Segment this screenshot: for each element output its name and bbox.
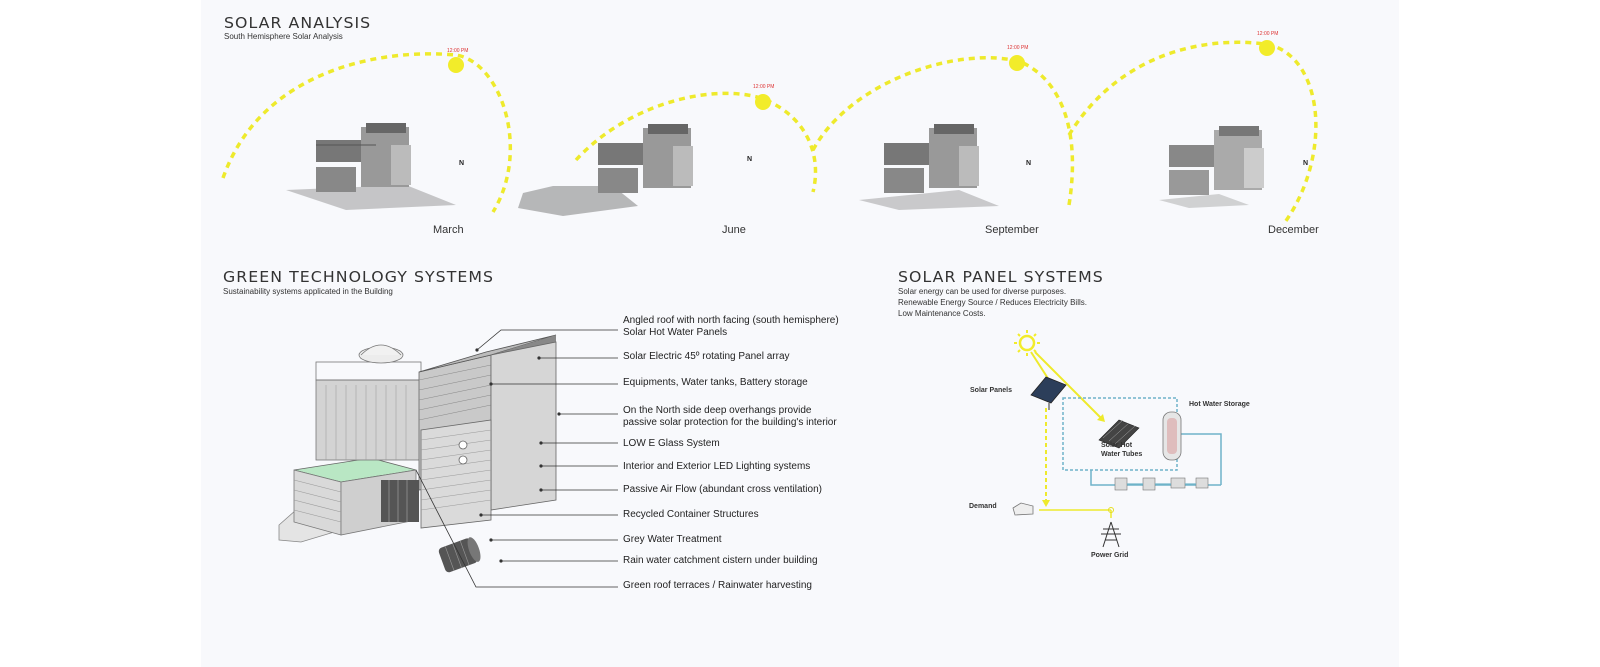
green-tech-subtitle: Sustainability systems applicated in the… [223,287,393,296]
sun-path-june [574,91,818,193]
noon-label-june: 12:00 PM [753,84,775,90]
solar-hot-water-tubes-label: Solar Hot Water Tubes [1101,442,1143,458]
callout-green-roof: Green roof terraces / Rainwater harvesti… [623,580,812,591]
callout-solar-electric: Solar Electric 45º rotating Panel array [623,351,790,362]
sun-icon [1014,330,1040,356]
demand-appliance-icon [1012,502,1034,516]
solar-panel-line-2: Renewable Energy Source / Reduces Electr… [898,298,1087,307]
hot-water-storage-icon [1162,411,1182,461]
building-thumbnail-june [518,124,693,216]
callout-rain-water-cistern: Rain water catchment cistern under build… [623,555,818,566]
power-grid-label: Power Grid [1091,552,1129,559]
month-label-december: December [1268,224,1319,236]
solar-panel-systems-title: SOLAR PANEL SYSTEMS [898,268,1104,286]
sun-icon-september [1009,55,1025,71]
noon-label-march: 12:00 PM [447,48,469,54]
poster-sheet: SOLAR ANALYSIS South Hemisphere Solar An… [201,0,1399,667]
sun-icon-december [1259,40,1275,56]
solar-panels-label: Solar Panels [970,387,1013,394]
north-label-december: N [1303,160,1309,167]
callout-recycled-containers: Recycled Container Structures [623,509,759,520]
solar-system-flow-diagram [1012,330,1222,548]
solar-hot-water-tubes-icon [1098,419,1140,449]
callout-angled-roof: Angled roof with north facing (south hem… [623,315,839,338]
demand-label: Demand [969,503,997,510]
callout-passive-air-flow: Passive Air Flow (abundant cross ventila… [623,484,822,495]
noon-label-september: 12:00 PM [1007,45,1029,51]
power-grid-icon [1101,521,1121,548]
sun-icon-june [755,94,771,110]
building-thumbnail-march [286,123,456,210]
green-tech-title: GREEN TECHNOLOGY SYSTEMS [223,268,495,286]
north-label-june: N [747,156,753,163]
fixture-icons-row [1114,477,1209,491]
sun-path-march [221,52,513,213]
callout-low-e-glass: LOW E Glass System [623,438,720,449]
month-label-june: June [722,224,746,236]
solar-panel-line-3: Low Maintenance Costs. [898,309,986,318]
noon-label-december: 12:00 PM [1257,31,1279,37]
month-label-march: March [433,224,464,236]
building-thumbnail-september [859,124,999,210]
callout-overhangs: On the North side deep overhangs provide… [623,405,837,428]
month-label-september: September [985,224,1039,236]
sun-path-diagrams [221,40,1318,227]
solar-analysis-subtitle: South Hemisphere Solar Analysis [224,32,343,41]
north-label-september: N [1026,160,1032,167]
north-label-march: N [459,160,465,167]
solar-panel-line-1: Solar energy can be used for diverse pur… [898,287,1067,296]
callout-led-lighting: Interior and Exterior LED Lighting syste… [623,461,811,472]
solar-analysis-title: SOLAR ANALYSIS [224,14,372,32]
hot-water-storage-label: Hot Water Storage [1189,401,1250,408]
cistern-barrel [438,537,481,573]
callout-equipments: Equipments, Water tanks, Battery storage [623,377,808,388]
sun-icon-march [448,57,464,73]
building-thumbnail-december [1159,126,1264,208]
callout-grey-water: Grey Water Treatment [623,534,722,545]
solar-panel-icon [1030,376,1067,410]
building-section-illustration [278,329,618,588]
